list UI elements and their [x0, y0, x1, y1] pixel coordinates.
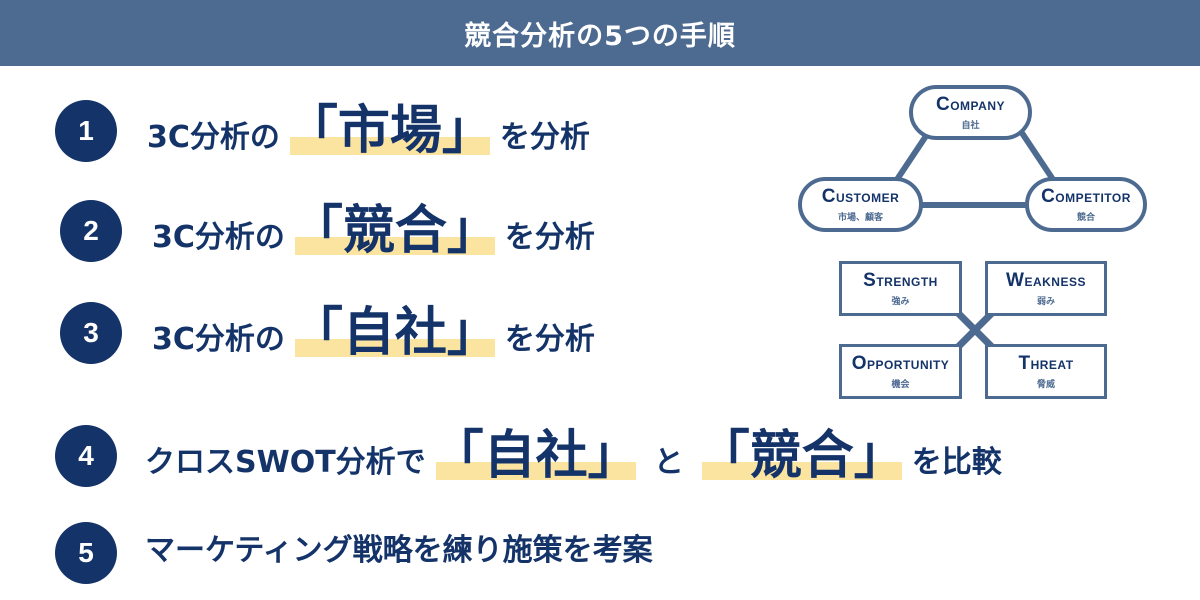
page-title: 競合分析の5つの手順 [464, 20, 736, 52]
swot-threat-box: THREAT 脅威 [985, 344, 1107, 399]
step-number-badge: 1 [55, 100, 117, 162]
step-number-badge: 5 [55, 522, 117, 584]
step-4: 4 クロスSWOT分析で 「自社」 と 「競合」 を比較 [55, 425, 1002, 487]
highlight-term: 「競合」 [290, 201, 499, 261]
step-text: 3C分析の 「自社」 を分析 [152, 303, 595, 363]
step-2: 2 3C分析の 「競合」 を分析 [60, 200, 595, 262]
highlight-term: 「自社」 [431, 426, 640, 486]
3c-customer-node: CUSTOMER 市場、顧客 [798, 177, 923, 232]
step-text: 3C分析の 「競合」 を分析 [152, 201, 595, 261]
step-number-badge: 4 [55, 425, 117, 487]
step-1: 1 3C分析の 「市場」 を分析 [55, 100, 590, 162]
swot-strength-box: STRENGTH 強み [839, 261, 962, 316]
swot-opportunity-box: OPPORTUNITY 機会 [839, 344, 962, 399]
step-number-badge: 3 [60, 302, 122, 364]
highlight-term: 「自社」 [290, 303, 499, 363]
step-number-badge: 2 [60, 200, 122, 262]
highlight-term: 「市場」 [285, 101, 494, 161]
swot-weakness-box: WEAKNESS 弱み [985, 261, 1107, 316]
step-5: 5 マーケティング戦略を練り施策を考案 [55, 522, 653, 584]
header-bar: 競合分析の5つの手順 [0, 0, 1200, 66]
3c-company-node: COMPANY 自社 [909, 85, 1032, 140]
3c-competitor-node: COMPETITOR 競合 [1025, 177, 1147, 232]
step-text: クロスSWOT分析で 「自社」 と 「競合」 を比較 [145, 426, 1002, 486]
step-text: 3C分析の 「市場」 を分析 [147, 101, 590, 161]
highlight-term: 「競合」 [697, 426, 906, 486]
step-text: マーケティング戦略を練り施策を考案 [145, 533, 653, 568]
step-3: 3 3C分析の 「自社」 を分析 [60, 302, 595, 364]
